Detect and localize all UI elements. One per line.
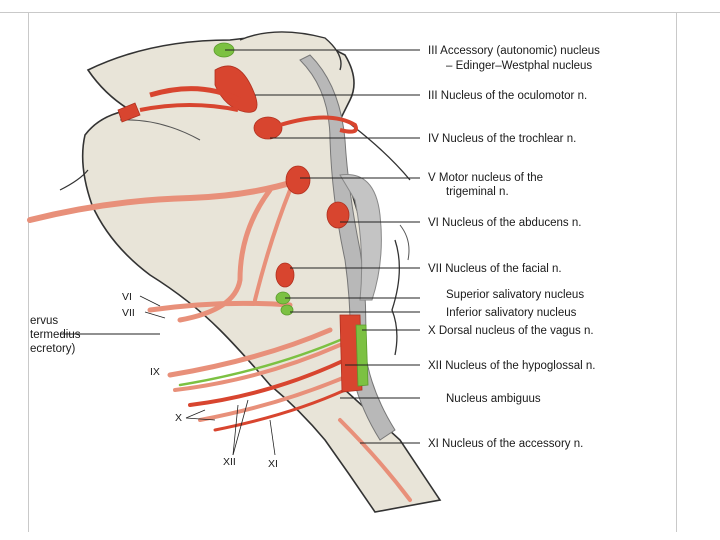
numeral-xii: XII	[223, 456, 236, 468]
label-oculomotor: III Nucleus of the oculomotor n.	[428, 90, 587, 102]
label-motor-trigeminal-1: V Motor nucleus of the	[428, 172, 543, 184]
label-superior-salivatory: Superior salivatory nucleus	[446, 289, 584, 301]
label-hypoglossal: XII Nucleus of the hypoglossal n.	[428, 360, 596, 372]
label-motor-trigeminal-2: trigeminal n.	[446, 186, 509, 198]
top-border	[0, 12, 720, 13]
numeral-xi: XI	[268, 458, 278, 470]
label-inferior-salivatory: Inferior salivatory nucleus	[446, 307, 577, 319]
numeral-vi: VI	[122, 291, 132, 303]
label-facial: VII Nucleus of the facial n.	[428, 263, 562, 275]
nerve-fibers	[27, 177, 412, 502]
label-accessory-nerve: XI Nucleus of the accessory n.	[428, 438, 583, 450]
label-abducens: VI Nucleus of the abducens n.	[428, 217, 581, 229]
label-trochlear: IV Nucleus of the trochlear n.	[428, 133, 576, 145]
label-intermedius: termedius	[30, 329, 81, 341]
label-dorsal-vagus: X Dorsal nucleus of the vagus n.	[428, 325, 594, 337]
parasympathetic-nuclei	[213, 42, 369, 387]
label-nervus: ervus	[30, 315, 58, 327]
label-edinger-westphal: – Edinger–Westphal nucleus	[446, 60, 592, 72]
left-border	[28, 12, 29, 532]
left-labels: ervus termedius ecretory)	[30, 315, 81, 355]
label-secretory: ecretory)	[30, 343, 76, 355]
leader-lines	[60, 49, 420, 444]
numeral-x: X	[175, 412, 182, 424]
numeral-ix: IX	[150, 366, 160, 378]
nucleus-labels: III Accessory (autonomic) nucleus – Edin…	[428, 45, 600, 450]
label-ambiguus: Nucleus ambiguus	[446, 393, 541, 405]
label-accessory-autonomic: III Accessory (autonomic) nucleus	[428, 45, 600, 57]
numeral-pointers	[139, 295, 276, 456]
numeral-vii: VII	[122, 307, 135, 319]
right-border	[676, 12, 677, 532]
motor-nuclei	[117, 65, 363, 393]
nerve-numerals: VI VII IX X XII XI	[122, 291, 278, 470]
ventricle-region	[299, 54, 411, 441]
